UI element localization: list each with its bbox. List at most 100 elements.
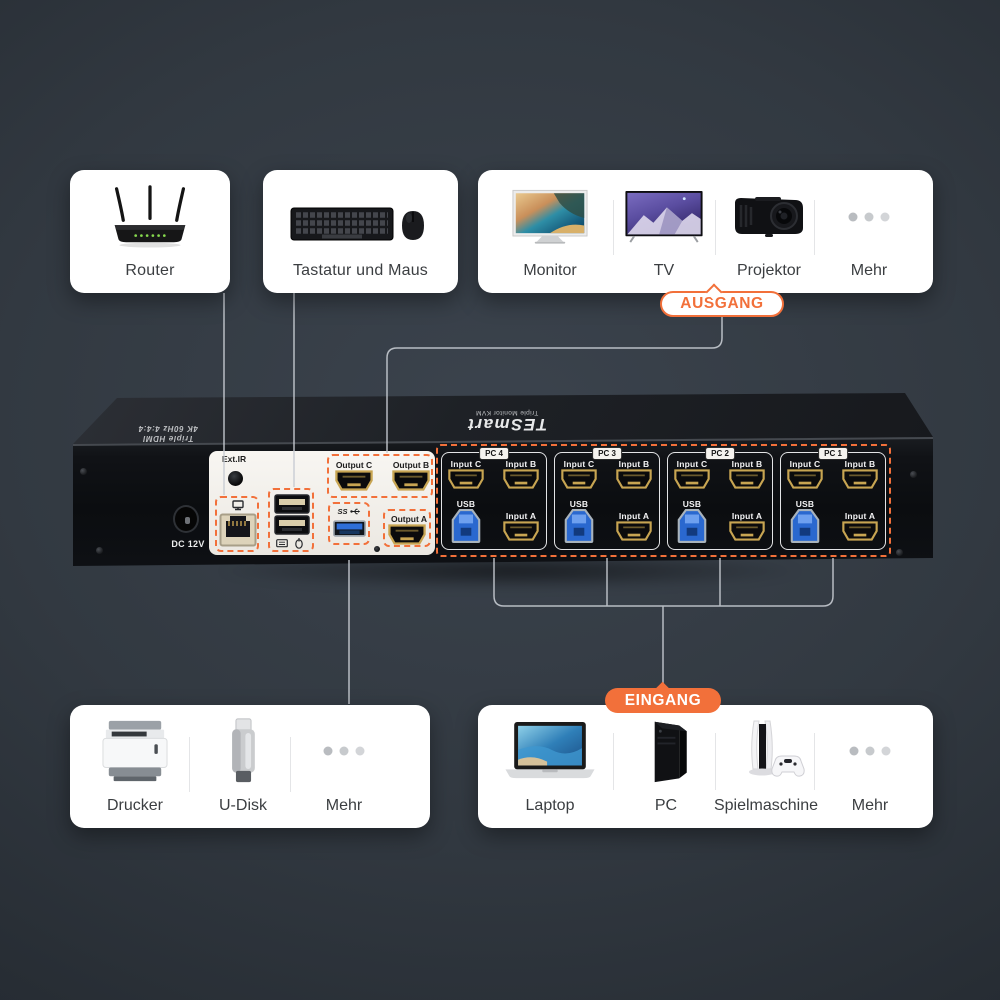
pc-group-2: PC 2 Input C Input B USB Input A: [667, 447, 773, 550]
input-a-label: Input A: [731, 511, 763, 521]
monitor-label: Monitor: [523, 262, 577, 279]
input-a-label: Input A: [844, 511, 876, 521]
pc-item: PC: [621, 705, 711, 828]
hdmi-port-input-b: [842, 469, 878, 489]
input-c-label: Input C: [789, 459, 821, 469]
screw: [896, 549, 903, 556]
laptop-item: Laptop: [500, 705, 600, 828]
monitor-icon: [512, 189, 588, 244]
dc-power-label: DC 12V: [171, 539, 205, 549]
usb-b-port: [564, 509, 594, 543]
dc-power-jack: [173, 505, 199, 533]
keyboard-icon: [276, 539, 288, 548]
screw: [80, 468, 87, 475]
pc-group-1: PC 1 Input C Input B USB Input A: [780, 447, 886, 550]
input-b-label: Input B: [731, 459, 763, 469]
hdmi-port-input-a: [842, 521, 878, 541]
divider: [715, 200, 716, 255]
more-dots-icon: [323, 746, 365, 756]
output-a-label: Output A: [390, 514, 428, 524]
hdmi-port-input-c: [674, 469, 710, 489]
pc-tower-icon: [654, 721, 687, 783]
laptop-label: Laptop: [525, 797, 575, 814]
pc-group-4: PC 4 Input C Input B USB Input A: [441, 447, 547, 550]
ext-ir-label: Ext.IR: [222, 454, 247, 464]
keyboard-mouse-icon: [290, 207, 424, 241]
usb-trident-icon: [349, 508, 360, 515]
keyboard-mouse-card: Tastatur und Maus: [263, 170, 458, 293]
screw: [374, 546, 380, 552]
printer-item: Drucker: [85, 705, 185, 828]
printer-icon: [102, 720, 168, 782]
more-outputs-item: Mehr: [824, 170, 914, 293]
projector-label: Projektor: [736, 262, 802, 279]
usb-label: USB: [682, 499, 702, 509]
projector-item: Projektor: [719, 170, 819, 293]
divider: [613, 733, 614, 790]
hdmi-port-input-b: [616, 469, 652, 489]
output-cb-group: Output C Output B: [327, 454, 433, 498]
ir-extender-jack: [228, 471, 243, 486]
printer-label: Drucker: [106, 797, 163, 814]
divider: [189, 737, 190, 792]
hdmi-port-input-c: [448, 469, 484, 489]
divider: [613, 200, 614, 255]
usb-flash-drive-icon: [231, 718, 255, 783]
hdmi-port-output-b: [392, 470, 430, 491]
divider: [814, 733, 815, 790]
game-console-item: Spielmaschine: [706, 705, 826, 828]
hdmi-port-output-a: [388, 524, 426, 545]
usb-label: USB: [795, 499, 815, 509]
io-panel: Ext.IR Output C Output: [209, 451, 435, 555]
hdmi-port-input-b: [729, 469, 765, 489]
peripherals-card: Drucker U-Disk Mehr: [70, 705, 430, 828]
input-a-label: Input A: [618, 511, 650, 521]
input-c-label: Input C: [450, 459, 482, 469]
usb3-port: [333, 520, 366, 537]
game-console-label: Spielmaschine: [713, 797, 819, 814]
rj45-lan-port: [219, 513, 257, 547]
eingang-badge: EINGANG: [605, 681, 721, 713]
brand-logo: TESmart Triple Monitor KVM: [466, 409, 548, 434]
input-b-label: Input B: [844, 459, 876, 469]
output-a-group: Output A: [383, 509, 431, 547]
more-inputs-item: Mehr: [825, 705, 915, 828]
pc-label: PC: [654, 797, 678, 814]
input-b-label: Input B: [618, 459, 650, 469]
projector-icon: [735, 197, 803, 237]
screw: [910, 471, 917, 478]
hdmi-port-input-a: [616, 521, 652, 541]
usb-b-port: [451, 509, 481, 543]
output-devices-card: Monitor: [478, 170, 933, 293]
divider: [814, 200, 815, 255]
eingang-badge-label: EINGANG: [624, 691, 702, 709]
more-outputs-label: Mehr: [850, 262, 888, 279]
usb-label: USB: [456, 499, 476, 509]
screw: [96, 547, 103, 554]
input-a-label: Input A: [505, 511, 537, 521]
output-b-label: Output B: [392, 460, 430, 470]
usb2-port-top: [274, 494, 310, 514]
input-c-label: Input C: [676, 459, 708, 469]
hdmi-port-input-c: [561, 469, 597, 489]
usb3-port-group: SS: [328, 502, 370, 545]
output-c-label: Output C: [335, 460, 373, 470]
more-peripherals-label: Mehr: [325, 797, 363, 814]
router-icon: [114, 185, 186, 248]
router-card-label: Router: [125, 262, 175, 279]
pc-group-3: PC 3 Input C Input B USB Input A: [554, 447, 660, 550]
keyboard-mouse-card-label: Tastatur und Maus: [292, 262, 429, 279]
mouse-icon: [295, 538, 303, 549]
usb3-ss-label: SS: [337, 507, 348, 516]
pc-group-name: PC 1: [818, 447, 848, 460]
more-inputs-label: Mehr: [851, 797, 889, 814]
tv-item: TV: [614, 170, 714, 293]
input-b-label: Input B: [505, 459, 537, 469]
hdmi-port-input-a: [503, 521, 539, 541]
usb-label: USB: [569, 499, 589, 509]
usb-b-port: [677, 509, 707, 543]
input-c-label: Input C: [563, 459, 595, 469]
hdmi-port-input-c: [787, 469, 823, 489]
ausgang-badge-label: AUSGANG: [680, 295, 764, 312]
